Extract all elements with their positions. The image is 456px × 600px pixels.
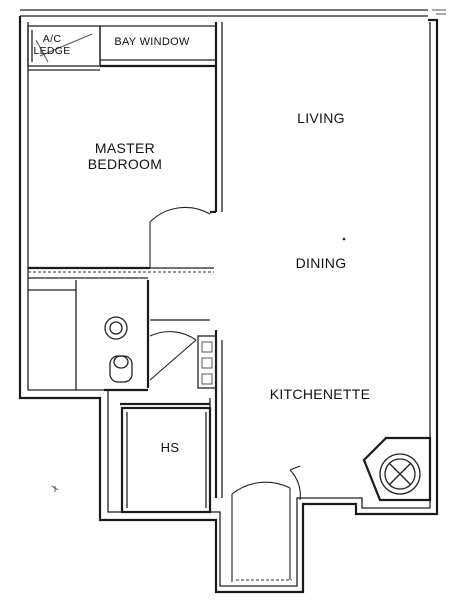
top-edge (20, 9, 446, 17)
inner-wall (27, 22, 431, 587)
central-partition (214, 22, 223, 498)
outer-wall (18, 16, 439, 594)
ac-ledge-label: A/C LEDGE (33, 33, 71, 58)
household-shelter-label: HS (160, 440, 180, 455)
bedroom-door (149, 206, 216, 268)
living-label: LIVING (297, 110, 345, 126)
kitchen-door (289, 465, 301, 501)
dining-label: DINING (295, 255, 347, 271)
bedroom-bottom-wall (28, 266, 214, 279)
bathroom-walls (28, 280, 210, 406)
toilet-bowl (109, 355, 133, 383)
bay-window-label: BAY WINDOW (114, 36, 190, 48)
kitchenette-label: KITCHENETTE (269, 386, 371, 402)
household-shelter-walls (120, 398, 212, 514)
bathroom-door (149, 331, 197, 381)
plan-marks (51, 237, 346, 492)
entrance-door (231, 481, 292, 582)
master-bedroom-label: MASTER BEDROOM (87, 140, 163, 173)
wash-basin (104, 316, 128, 340)
bathroom-fixture-shelf (197, 335, 217, 389)
service-fan (362, 436, 432, 502)
bay-window-outline (99, 25, 216, 68)
